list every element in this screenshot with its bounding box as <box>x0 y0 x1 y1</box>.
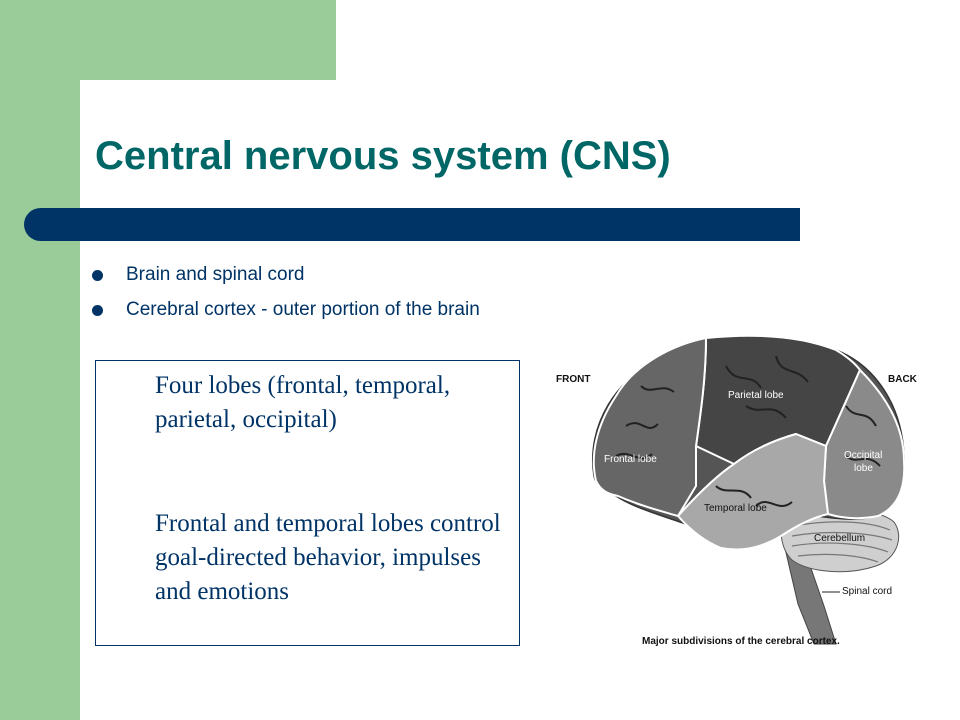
frontal-lobe-label: Frontal lobe <box>604 454 657 465</box>
figure-caption: Major subdivisions of the cerebral corte… <box>642 636 840 647</box>
bullet-dot-icon <box>92 270 103 281</box>
brain-diagram: FRONT BACK Parietal lobe Frontal lobe Oc… <box>546 326 920 650</box>
lobes-text-box: Four lobes (frontal, temporal, parietal,… <box>95 360 520 646</box>
temporal-lobe-label: Temporal lobe <box>704 503 767 514</box>
occipital-lobe-label-1: Occipital <box>844 450 882 461</box>
occipital-lobe-label-2: lobe <box>854 463 873 474</box>
bullet-dot-icon <box>92 305 103 316</box>
slide-title: Central nervous system (CNS) <box>95 134 671 178</box>
bullet-item: Brain and spinal cord <box>88 260 480 295</box>
function-paragraph: Frontal and temporal lobes control goal-… <box>155 510 501 605</box>
lobes-paragraph: Four lobes (frontal, temporal, parietal,… <box>155 372 451 433</box>
bullet-text: Brain and spinal cord <box>126 264 305 285</box>
bullet-text: Cerebral cortex - outer portion of the b… <box>126 299 480 320</box>
title-divider-bar <box>24 208 800 241</box>
spinal-cord-label: Spinal cord <box>842 586 892 597</box>
front-label: FRONT <box>556 374 590 385</box>
parietal-lobe-label: Parietal lobe <box>728 390 784 401</box>
bullet-list: Brain and spinal cord Cerebral cortex - … <box>88 260 480 330</box>
bullet-item: Cerebral cortex - outer portion of the b… <box>88 295 480 330</box>
green-left-band <box>0 0 80 720</box>
back-label: BACK <box>888 374 918 385</box>
cerebellum-label: Cerebellum <box>814 533 865 544</box>
